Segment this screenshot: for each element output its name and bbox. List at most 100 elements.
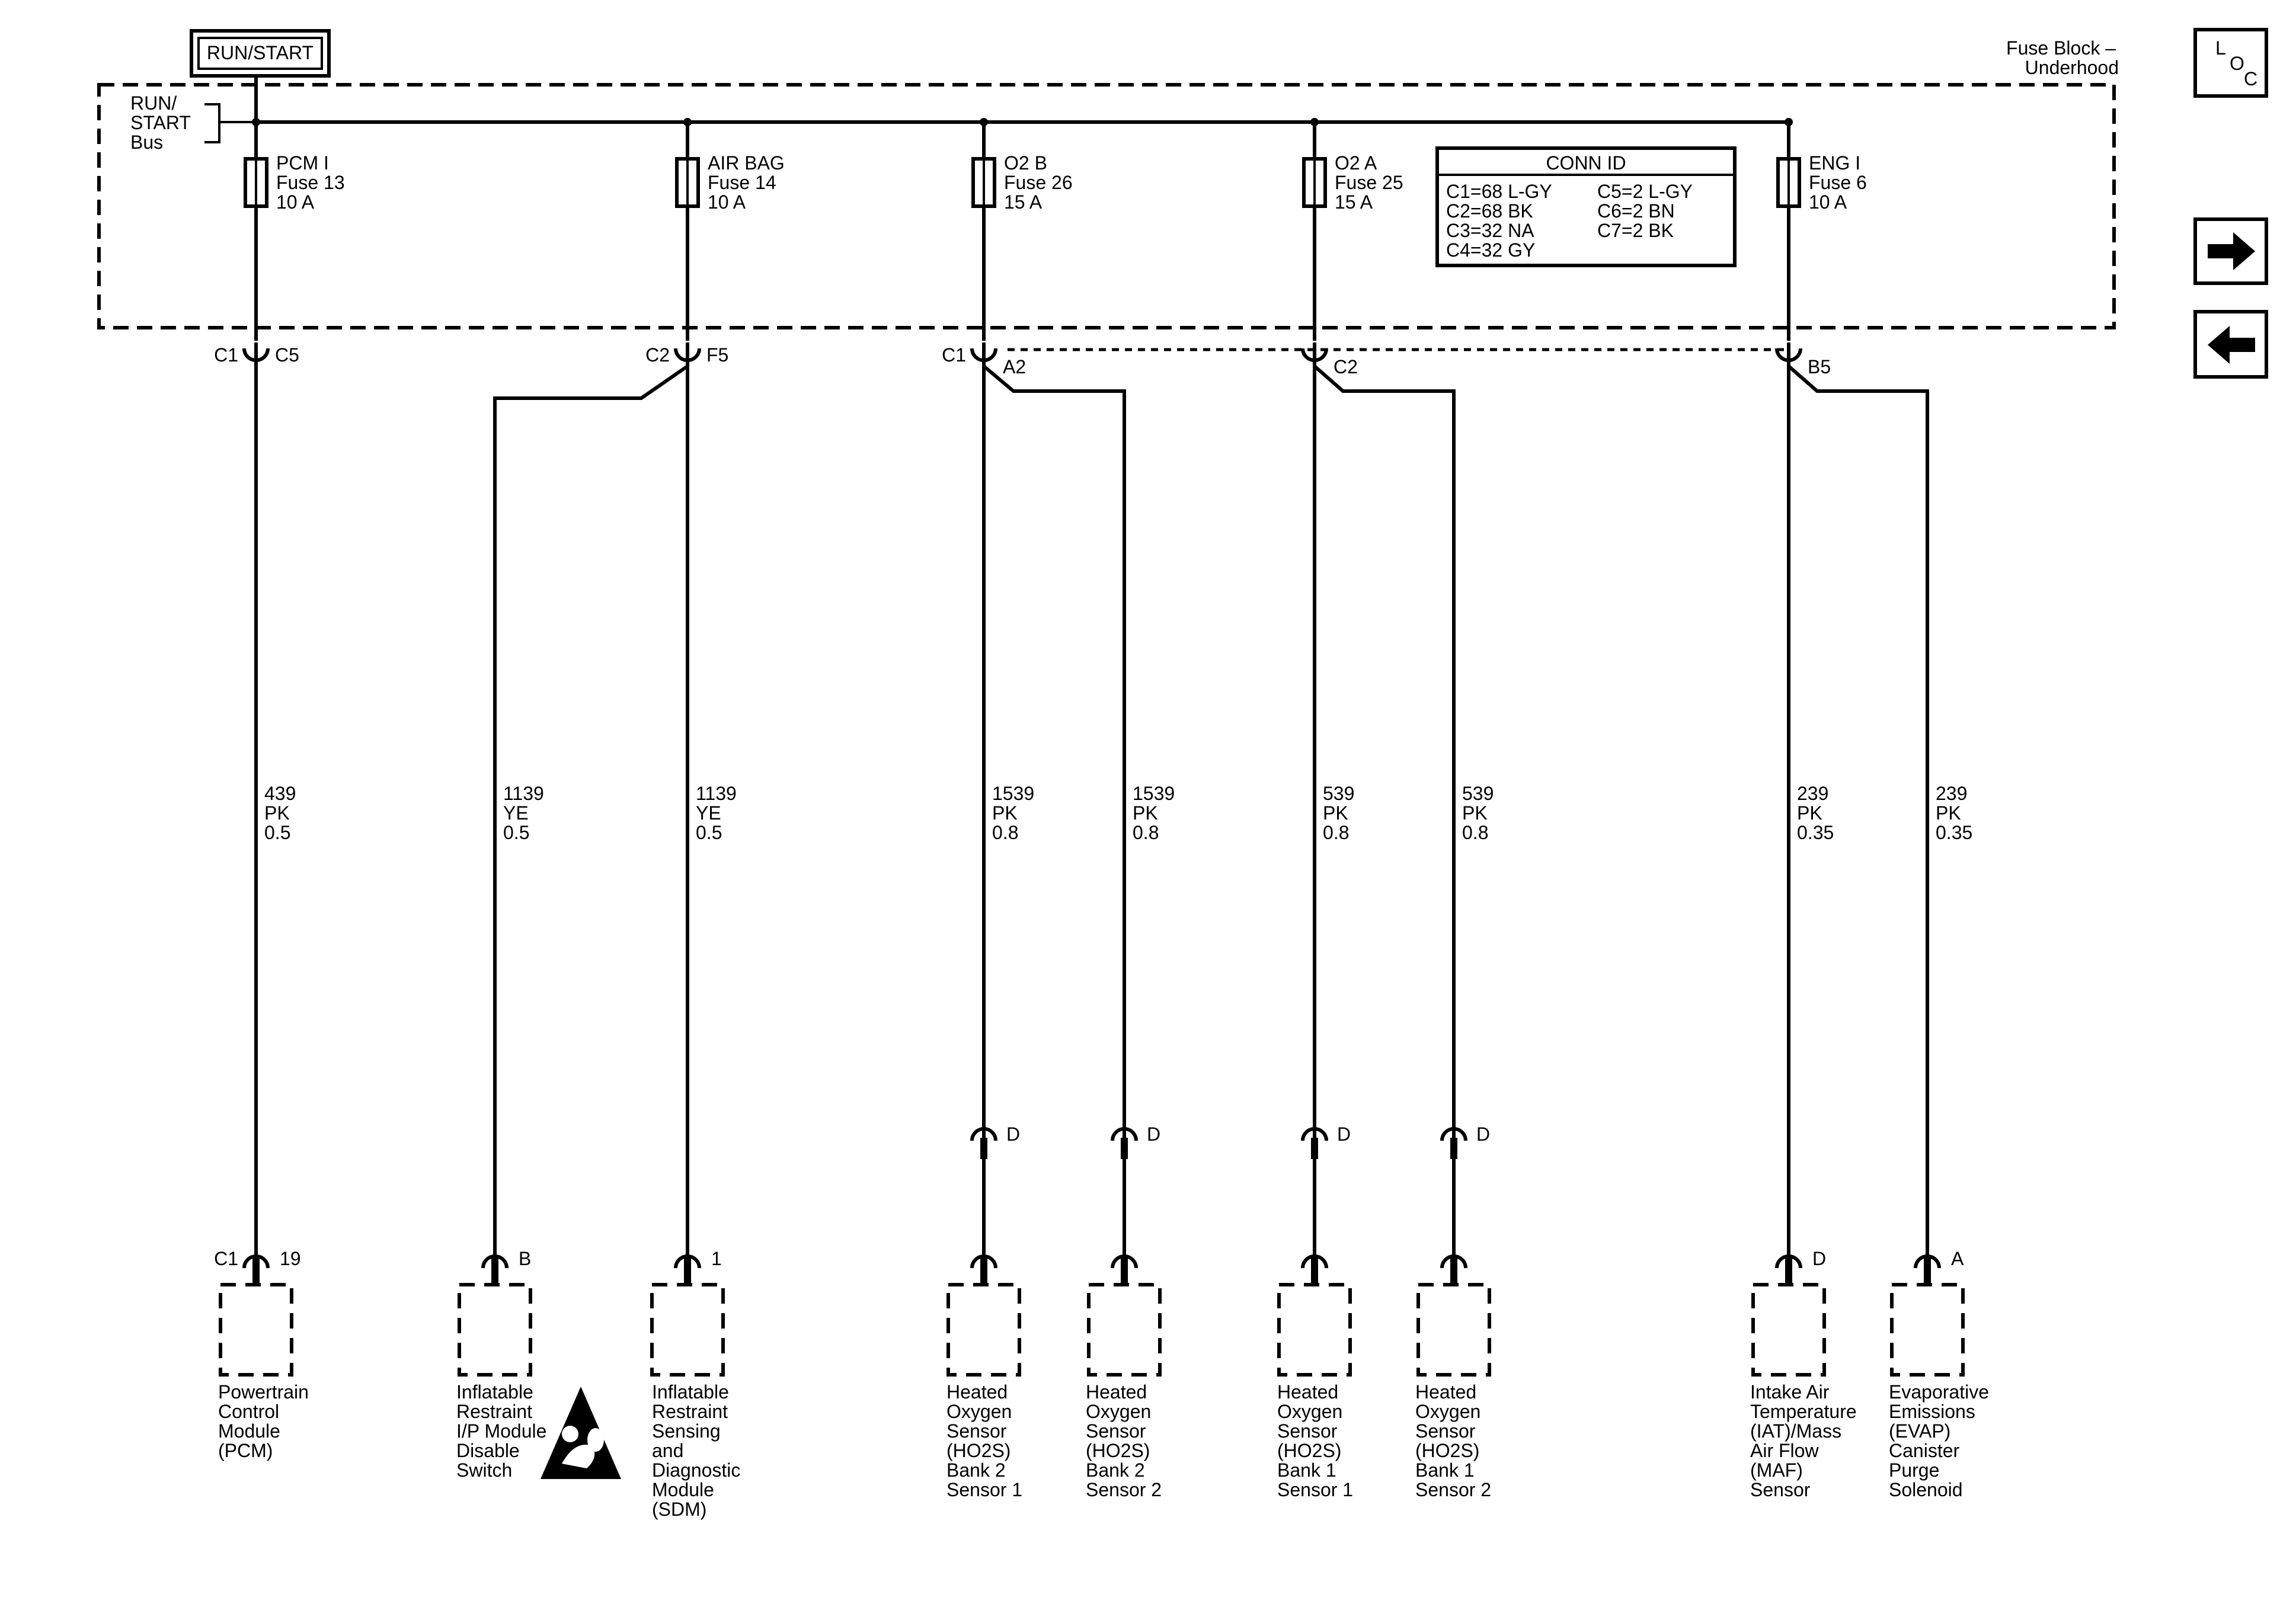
connector-pin-label: A2 [1003, 356, 1026, 377]
component-name-line: Purge [1889, 1459, 1939, 1481]
connector-pin-label: B5 [1808, 356, 1831, 377]
component-name-line: Solenoid [1889, 1479, 1963, 1500]
wire-circuit-label: 1539 [992, 783, 1034, 804]
loc-c-glyph: C [2244, 68, 2257, 89]
component-name-line: Bank 2 [946, 1459, 1006, 1481]
fuse-block-boundary [97, 83, 2116, 329]
location-view-button[interactable]: L O C [2193, 28, 2268, 98]
component-box [219, 1283, 293, 1377]
component-box [650, 1283, 725, 1377]
component-name-line: Inflatable [456, 1381, 533, 1403]
wire-color-label: YE [696, 802, 721, 824]
loc-o-glyph: O [2230, 53, 2244, 74]
fuse-amps-label: 10 A [708, 191, 746, 213]
connector-pin [1121, 1138, 1128, 1159]
component-name-line: Heated [1277, 1381, 1338, 1403]
component-name-line: Module [652, 1479, 714, 1500]
connector-symbol [1440, 1127, 1467, 1141]
component-name-line: (SDM) [652, 1499, 706, 1520]
component-name-line: Canister [1889, 1440, 1960, 1461]
connector-pin [980, 1138, 987, 1159]
component-name-line: Oxygen [1086, 1401, 1151, 1422]
wire-circuit-label: 1139 [503, 783, 544, 804]
component-name-line: Heated [946, 1381, 1008, 1403]
component-pin-label: 19 [280, 1248, 301, 1269]
run-start-text: RUN/START [207, 42, 314, 63]
wire-gauge-label: 0.8 [1323, 822, 1349, 843]
connector-pin [491, 1255, 498, 1285]
component-name-line: (PCM) [218, 1440, 273, 1461]
component-box [1751, 1283, 1826, 1377]
wire-gauge-label: 0.35 [1936, 822, 1972, 843]
component-name-line: Air Flow [1750, 1440, 1819, 1461]
previous-page-button[interactable] [2193, 310, 2268, 379]
connector-pin [1924, 1255, 1931, 1285]
component-name-line: Disable [456, 1440, 520, 1461]
next-page-button[interactable] [2193, 217, 2268, 285]
fuse-name-label: ENG I [1809, 152, 1860, 174]
component-3: 1InflatableRestraintSensingandDiagnostic… [650, 1248, 740, 1520]
component-name-line: (EVAP) [1889, 1420, 1950, 1442]
component-name-line: and [652, 1440, 683, 1461]
fuse-name-label: AIR BAG [708, 152, 785, 174]
fuse-amps-label: 10 A [276, 191, 315, 213]
conn-id-table: CONN ID C1=68 L-GY C2=68 BK C3=32 NA C4=… [1435, 146, 1737, 267]
connector-pin-label: D [1476, 1124, 1490, 1145]
component-name-line: Sensor [946, 1420, 1007, 1442]
fuse-name-label: O2 A [1335, 152, 1377, 174]
connector-symbol [1111, 1127, 1138, 1141]
connector-pin [1311, 1138, 1318, 1159]
component-name-line: Heated [1415, 1381, 1476, 1403]
fuse-name-label: O2 B [1004, 152, 1047, 174]
component-9: AEvaporativeEmissions(EVAP)CanisterPurge… [1889, 1248, 1989, 1500]
branch-wire [1313, 364, 1456, 1255]
connector-pin [1785, 1255, 1792, 1285]
fuse-fuse-label: Fuse 25 [1335, 172, 1403, 193]
inline-connector-3: D [1301, 1124, 1351, 1159]
component-box [946, 1283, 1021, 1377]
connector-pin-label: D [1006, 1124, 1020, 1145]
connector-pin [684, 1255, 691, 1285]
wire-color-label: PK [1936, 802, 1961, 824]
component-name-line: Temperature [1750, 1401, 1857, 1422]
wire-circuit-label: 439 [264, 783, 296, 804]
component-name-line: Control [218, 1401, 279, 1422]
component-name-line: Bank 1 [1277, 1459, 1336, 1481]
wire-circuit-label: 1139 [696, 783, 737, 804]
wire-gauge-label: 0.8 [1133, 822, 1159, 843]
component-name-line: Switch [456, 1459, 512, 1481]
component-name-line: (HO2S) [946, 1440, 1011, 1461]
connector-pin-label: C2 [1334, 356, 1358, 377]
wire-circuit-label: 239 [1797, 783, 1828, 804]
wire-color-label: PK [1797, 802, 1822, 824]
connector-id-label: C1 [942, 344, 966, 366]
fuse-fuse-label: Fuse 13 [276, 172, 345, 193]
connector-pin [1311, 1255, 1318, 1285]
arrow-left-icon [2208, 326, 2255, 364]
component-name-line: Sensor [1277, 1420, 1338, 1442]
component-name-line: Emissions [1889, 1401, 1975, 1422]
arrow-right-icon [2208, 232, 2255, 270]
fuse-fuse-label: Fuse 6 [1809, 172, 1867, 193]
component-name-line: Restraint [456, 1401, 532, 1422]
fuse-fuse-label: Fuse 26 [1004, 172, 1073, 193]
component-name-line: I/P Module [456, 1420, 546, 1442]
connector-pin [1450, 1138, 1457, 1159]
conn-id-c7: C7=2 BK [1597, 220, 1674, 241]
connector-id-label: C2 [645, 344, 670, 366]
component-pin-label: D [1812, 1248, 1826, 1269]
component-name-line: Oxygen [1415, 1401, 1480, 1422]
component-name-line: Restraint [652, 1401, 728, 1422]
